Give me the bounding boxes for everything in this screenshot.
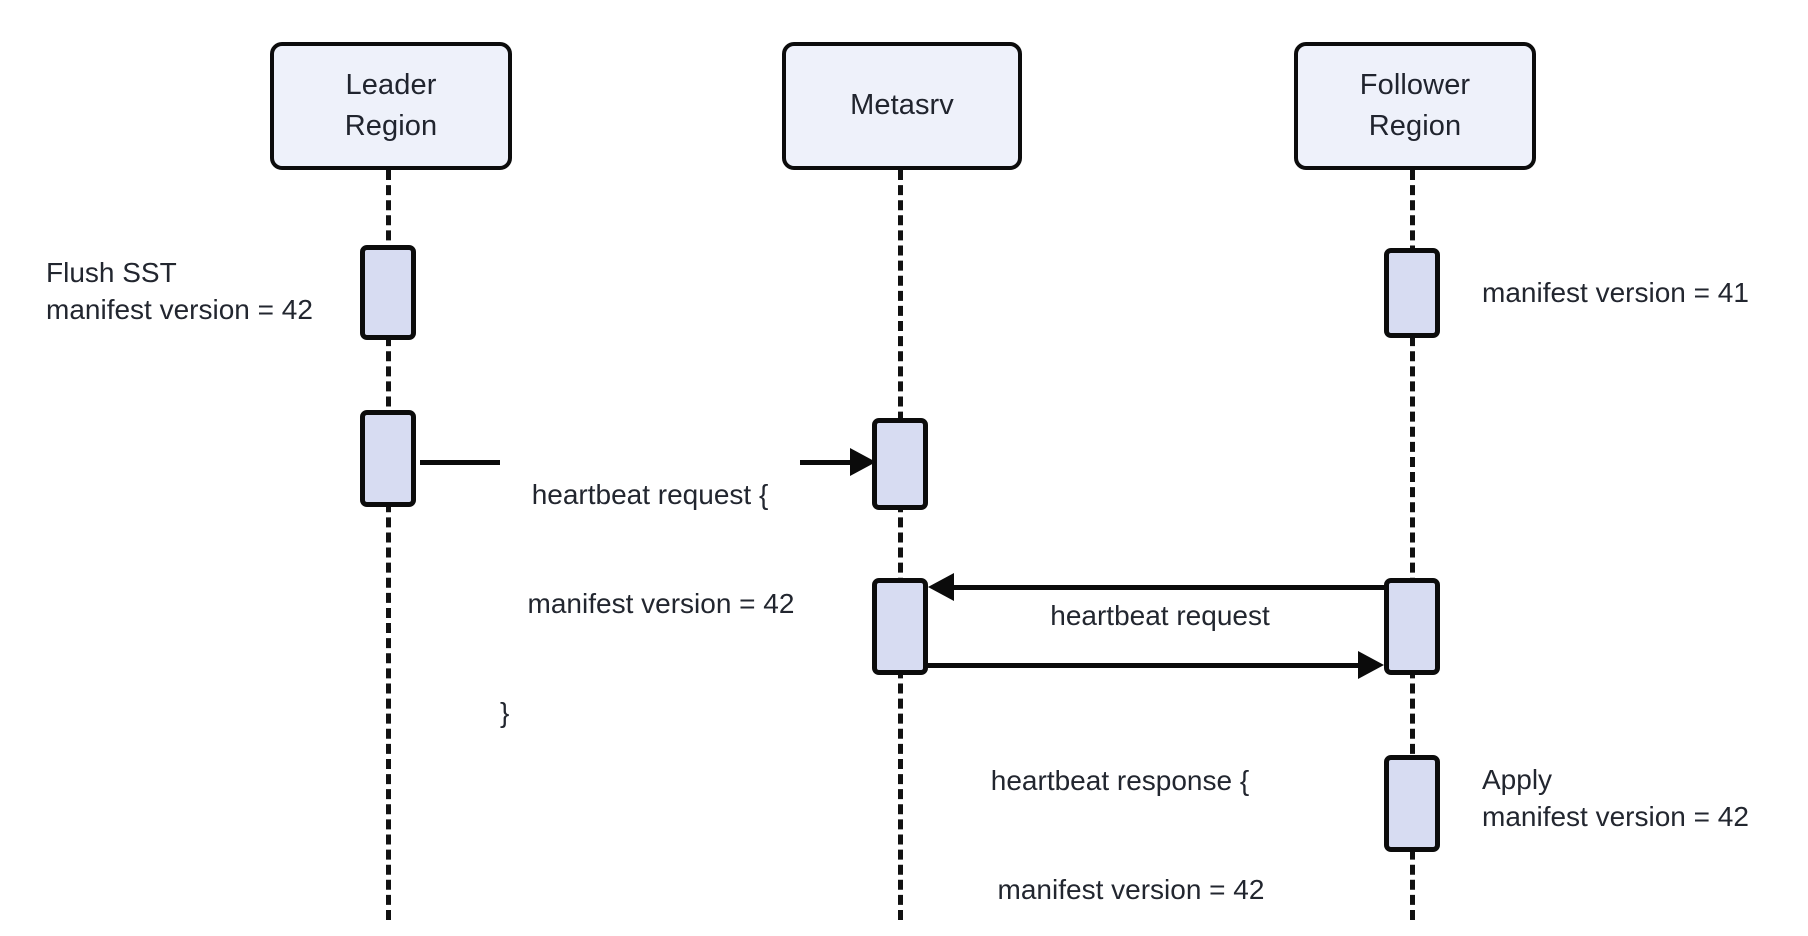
- activation-leader-heartbeat[interactable]: [360, 410, 416, 507]
- message-label-line-1: heartbeat request: [1050, 599, 1270, 631]
- activation-leader-flush[interactable]: [360, 245, 416, 340]
- activation-metasrv-heartbeat[interactable]: [872, 418, 928, 510]
- arrowhead-heartbeat-request-leader: [850, 448, 876, 476]
- arrowhead-heartbeat-request-follower: [928, 573, 954, 601]
- message-label-heartbeat-request-leader: heartbeat request { manifest version = 4…: [500, 404, 800, 804]
- participant-leader-region[interactable]: Leader Region: [270, 42, 512, 170]
- message-line-heartbeat-request-follower: [952, 585, 1384, 590]
- lifeline-leader: [386, 170, 391, 920]
- message-label-line-1: heartbeat request {: [531, 478, 769, 510]
- message-label-heartbeat-response: heartbeat response { manifest version = …: [880, 690, 1360, 936]
- message-line-heartbeat-request-leader-left: [420, 460, 500, 465]
- message-line-heartbeat-request-leader-right: [800, 460, 852, 465]
- lifeline-follower: [1410, 170, 1415, 920]
- participant-metasrv[interactable]: Metasrv: [782, 42, 1022, 170]
- message-label-heartbeat-request-follower: heartbeat request: [960, 525, 1360, 707]
- note-flush-sst: Flush SST manifest version = 42: [46, 257, 313, 325]
- activation-follower-apply[interactable]: [1384, 755, 1440, 852]
- note-follower-version-41: manifest version = 41: [1482, 277, 1749, 308]
- message-label-line-3: }: [500, 697, 510, 729]
- activation-metasrv-exchange[interactable]: [872, 578, 928, 675]
- lifeline-metasrv: [898, 170, 903, 920]
- message-label-line-2: manifest version = 42: [997, 873, 1265, 905]
- message-line-heartbeat-response: [928, 663, 1360, 668]
- activation-follower-exchange[interactable]: [1384, 578, 1440, 675]
- activation-follower-initial[interactable]: [1384, 248, 1440, 338]
- message-label-line-2: manifest version = 42: [527, 587, 795, 619]
- arrowhead-heartbeat-response: [1358, 651, 1384, 679]
- note-apply: Apply manifest version = 42: [1482, 764, 1749, 832]
- participant-follower-region[interactable]: Follower Region: [1294, 42, 1536, 170]
- message-label-line-1: heartbeat response {: [990, 764, 1250, 796]
